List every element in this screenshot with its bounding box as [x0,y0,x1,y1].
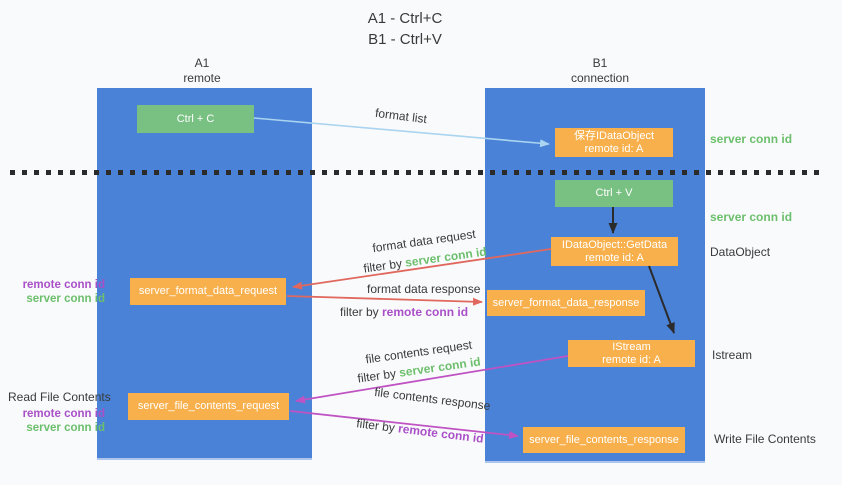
server-file-contents-request-label: server_file_contents_request [137,400,280,412]
server-format-data-response-label: server_format_data_response [492,296,640,309]
server-conn-id-1-label: server conn id [26,293,105,305]
file-contents-response-label: file contents response [373,384,492,414]
conn-id-pair-1: remote conn id server conn id [8,278,105,306]
server-file-contents-request-node: server_file_contents_request [128,393,289,420]
save-idataobject-node: 保存IDataObject remote id: A [555,128,673,157]
conn-id-pair-2: remote conn id server conn id [8,407,105,435]
istream-line1: IStream [612,340,651,353]
lifeline-b1-name: B1 [592,56,608,70]
save-idataobject-line2: remote id: A [584,142,644,155]
remote-conn-id-2-label: remote conn id [22,408,105,420]
file-contents-response-filter-label: filter by remote conn id [356,416,485,445]
write-file-contents-label: Write File Contents [714,432,816,446]
title-line-1: A1 - Ctrl+C [367,10,443,27]
filter-key-remote-2: remote conn id [397,421,485,446]
read-file-contents-label: Read File Contents [8,390,111,404]
filter-by-prefix-4: filter by [355,416,400,436]
server-conn-id-2-label: server conn id [26,422,105,434]
ctrl-v-label: Ctrl + V [595,187,633,199]
getdata-line1: IDataObject::GetData [561,238,668,251]
ctrl-c-label: Ctrl + C [176,112,215,125]
save-idataobject-line1: 保存IDataObject [573,129,655,142]
filter-by-prefix-3: filter by [356,365,401,386]
lifeline-a1-header: A1 remote [152,56,252,86]
diagram-title: A1 - Ctrl+C B1 - Ctrl+V [305,8,505,50]
server-file-contents-response-label: server_file_contents_response [529,433,679,446]
filter-by-prefix-2: filter by [340,305,383,319]
getdata-line2: remote id: A [585,251,644,264]
dataobject-label: DataObject [710,245,771,259]
server-conn-id-mid-label: server conn id [710,210,793,224]
lifeline-b1-header: B1 connection [550,56,650,86]
istream-node: IStream remote id: A [568,340,695,367]
remote-conn-id-1-label: remote conn id [22,279,105,291]
server-file-contents-response-node: server_file_contents_response [523,427,685,453]
lifeline-b1-subtitle: connection [570,71,630,85]
istream-line2: remote id: A [602,353,661,366]
server-conn-id-top-label: server conn id [710,132,793,146]
format-data-response-label: format data response [367,282,481,296]
format-list-label: format list [374,105,428,127]
server-format-data-request-node: server_format_data_request [130,278,286,305]
istream-side-label: Istream [712,348,753,362]
separator-dotted-line [10,170,824,175]
ctrl-v-node: Ctrl + V [555,180,673,207]
filter-key-remote-1: remote conn id [382,305,469,319]
server-format-data-request-label: server_format_data_request [138,285,278,297]
ctrl-c-node: Ctrl + C [137,105,254,133]
format-data-response-arrow [286,295,483,306]
title-line-2: B1 - Ctrl+V [368,31,442,48]
server-format-data-response-node: server_format_data_response [487,290,645,316]
format-data-response-filter-label: filter by remote conn id [340,305,468,319]
lifeline-a1-subtitle: remote [183,71,221,85]
getdata-node: IDataObject::GetData remote id: A [551,237,678,266]
lifeline-a1-name: A1 [194,56,210,70]
filter-by-prefix-1: filter by [362,255,407,276]
